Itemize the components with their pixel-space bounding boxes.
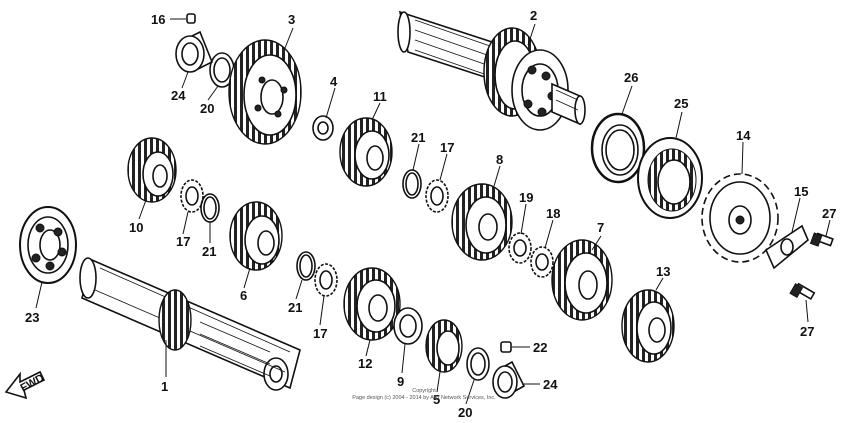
label-part-25: 25: [674, 96, 688, 111]
bearing-part-23: [19, 206, 77, 284]
gear-part-6: [229, 201, 283, 271]
label-part-2: 2: [530, 8, 537, 23]
copyright-line-1: Copyright: [412, 388, 436, 394]
pin-part-16: [186, 13, 196, 24]
label-part-17-lower: 17: [313, 326, 327, 341]
label-part-21-left: 21: [202, 244, 216, 259]
label-part-19: 19: [519, 190, 533, 205]
label-part-3: 3: [288, 12, 295, 27]
gear-part-7: [551, 239, 613, 321]
bushing-part-9: [393, 307, 423, 345]
label-part-15: 15: [794, 184, 808, 199]
label-part-16: 16: [151, 12, 165, 27]
label-part-13: 13: [656, 264, 670, 279]
mainshaft-part-1: [79, 257, 301, 391]
label-part-7: 7: [597, 220, 604, 235]
bolt-part-27-lower: [789, 282, 816, 301]
label-part-5: 5: [433, 392, 440, 407]
bolt-part-27-right: [809, 232, 834, 247]
pin-part-22: [500, 341, 512, 353]
gear-part-8: [451, 183, 513, 261]
label-part-10: 10: [129, 220, 143, 235]
label-part-27-right: 27: [822, 206, 836, 221]
washer-part-20-lower: [466, 347, 490, 381]
fwd-label: FWD: [18, 372, 46, 394]
bearing-part-24-upper: [175, 30, 214, 73]
gear-part-13: [621, 289, 675, 363]
clip-part-21-upper: [402, 169, 422, 199]
label-part-24-upper: 24: [171, 88, 186, 103]
gear-part-11: [339, 117, 393, 187]
bearing-part-25: [637, 137, 703, 219]
copyright-watermark: Copyright Page design (c) 2004 - 2014 by…: [352, 388, 496, 401]
gear-part-3: [228, 39, 302, 145]
label-part-6: 6: [240, 288, 247, 303]
label-part-20-upper: 20: [200, 101, 214, 116]
washer-part-17-lower: [314, 263, 338, 297]
fwd-indicator: FWD: [4, 370, 46, 400]
label-part-27-lower: 27: [800, 324, 814, 339]
label-part-1: 1: [161, 379, 168, 394]
bushing-part-4: [312, 115, 334, 141]
plate-part-15: [764, 224, 809, 270]
label-part-17-upper: 17: [440, 140, 454, 155]
countershaft-part-2: [397, 10, 586, 131]
label-part-17-left: 17: [176, 234, 190, 249]
sprocket-part-14: [701, 173, 779, 263]
label-part-18: 18: [546, 206, 560, 221]
label-part-8: 8: [496, 152, 503, 167]
gear-part-12: [343, 267, 401, 341]
washer-part-17-left: [180, 179, 204, 213]
label-part-20-lower: 20: [458, 405, 472, 420]
gear-part-5: [425, 319, 463, 373]
fwd-arrow-icon: [4, 370, 46, 400]
clip-part-21-lower: [296, 251, 316, 281]
label-part-24-lower: 24: [543, 377, 558, 392]
bearing-part-24-lower: [492, 360, 526, 399]
label-part-14: 14: [736, 128, 751, 143]
label-part-26: 26: [624, 70, 638, 85]
clip-part-21-left: [200, 193, 220, 223]
leader-lines: [35, 18, 831, 405]
label-part-4: 4: [330, 74, 338, 89]
washer-part-19: [508, 232, 532, 264]
label-part-9: 9: [397, 374, 404, 389]
gear-part-10: [127, 137, 177, 203]
label-part-12: 12: [358, 356, 372, 371]
seal-part-26: [590, 112, 646, 184]
label-part-22: 22: [533, 340, 547, 355]
washer-part-17-upper: [425, 179, 449, 213]
copyright-line-2: Page design (c) 2004 - 2014 by ARI Netwo…: [352, 395, 496, 401]
label-part-21-lower: 21: [288, 300, 302, 315]
label-part-23: 23: [25, 310, 39, 325]
label-part-21-upper: 21: [411, 130, 425, 145]
label-part-11: 11: [373, 89, 387, 104]
part-labels: 1 2 3 4 5 6 7 8 9 10 11 12 13 14 15 16 1…: [25, 8, 836, 420]
washer-part-18: [530, 246, 554, 278]
